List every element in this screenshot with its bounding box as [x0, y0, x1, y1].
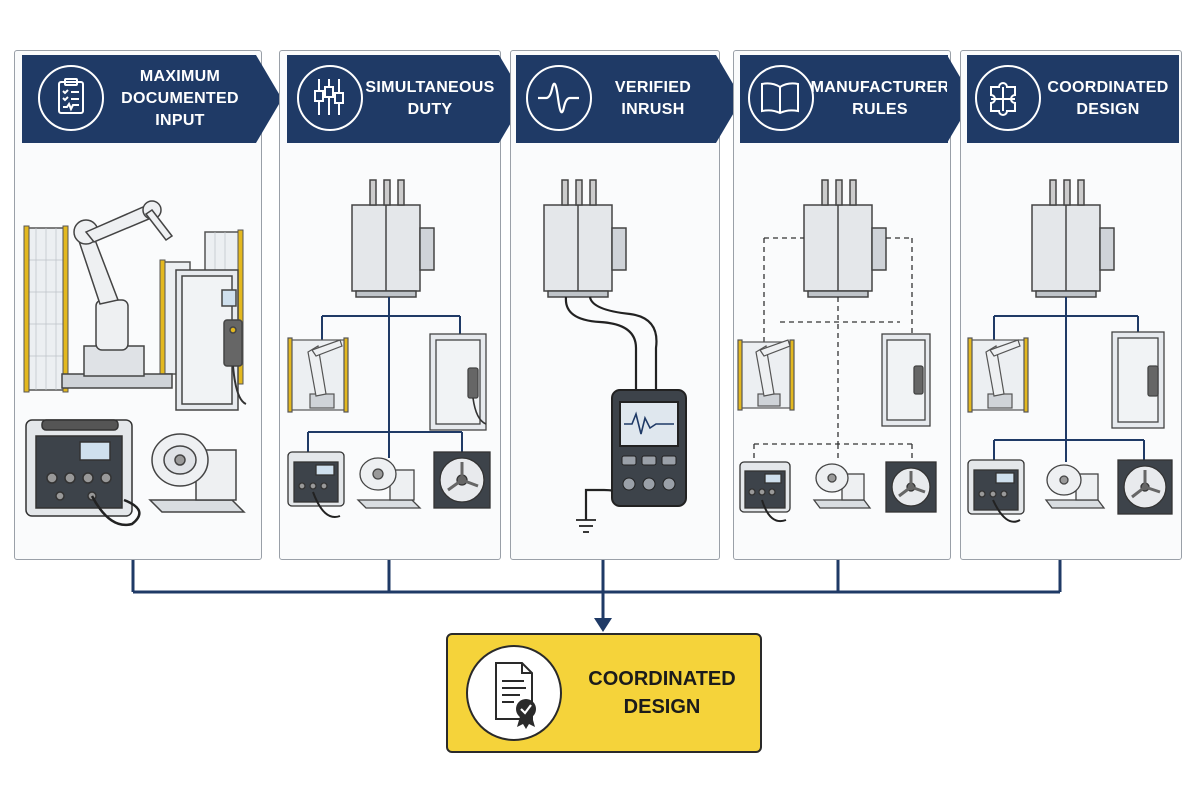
step-banner-5: COORDINATED DESIGN: [967, 55, 1179, 143]
step-title: MANUFACTURER RULES: [810, 79, 950, 118]
puzzle-pieces-icon: [975, 65, 1041, 131]
flow-arrow-icon: [256, 55, 282, 143]
step-banner-4: MANUFACTURER RULES: [740, 55, 950, 143]
result-coordinated-design: COORDINATED DESIGN: [446, 633, 762, 753]
step-banner-1: MAXIMUM DOCUMENTED INPUT: [22, 55, 256, 143]
clipboard-checklist-icon: [38, 65, 104, 131]
step-title: VERIFIED INRUSH: [614, 79, 692, 118]
step-title: SIMULTANEOUS DUTY: [365, 79, 495, 118]
step-title: COORDINATED DESIGN: [1047, 79, 1169, 118]
parallel-loads-icon: [297, 65, 363, 131]
step-banner-2: SIMULTANEOUS DUTY: [287, 55, 499, 143]
waveform-icon: [526, 65, 592, 131]
certificate-icon: [466, 645, 562, 741]
step-banner-3: VERIFIED INRUSH: [516, 55, 716, 143]
result-title: COORDINATED DESIGN: [588, 668, 736, 718]
step-title: MAXIMUM DOCUMENTED INPUT: [121, 68, 239, 129]
open-book-icon: [748, 65, 814, 131]
